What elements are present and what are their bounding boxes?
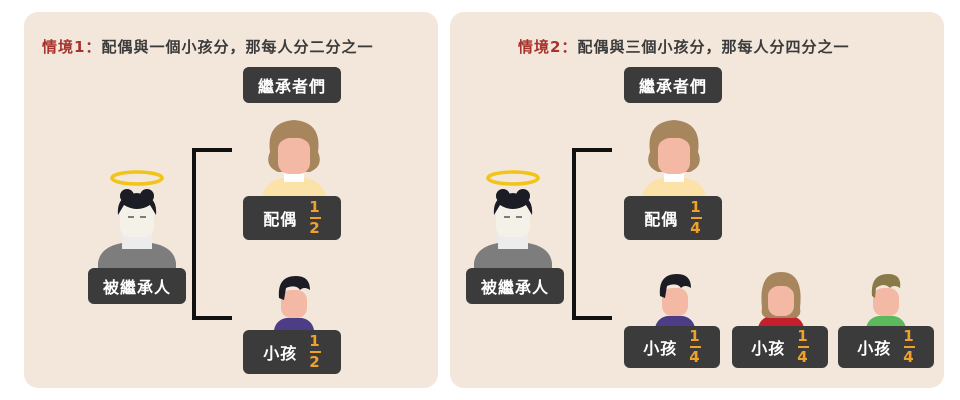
scenario-2-title: 情境2：配偶與三個小孩分，那每人分四分之一 <box>518 36 849 57</box>
fraction-numerator: 1 <box>903 327 915 345</box>
fraction-numerator: 1 <box>309 198 321 216</box>
fraction-numerator: 1 <box>690 198 702 216</box>
deceased-figure <box>98 170 176 283</box>
inheritance-bracket <box>192 148 232 320</box>
heir-label: 小孩 <box>263 344 298 363</box>
fraction-bar <box>689 346 701 348</box>
fraction-denominator: 4 <box>903 348 915 366</box>
deceased-label: 被繼承人 <box>466 268 564 304</box>
child-figure <box>655 274 695 328</box>
scenario-2-text: 配偶與三個小孩分，那每人分四分之一 <box>577 38 850 56</box>
deceased-figure <box>474 170 552 283</box>
fraction-denominator: 4 <box>797 348 809 366</box>
heir-label: 配偶 <box>263 210 298 229</box>
fraction-numerator: 1 <box>797 327 809 345</box>
fraction-numerator: 1 <box>689 327 701 345</box>
child-figure <box>866 274 906 328</box>
spouse-figure <box>642 120 706 198</box>
fraction-bar <box>309 351 321 353</box>
fraction-bar <box>309 217 321 219</box>
child-figure <box>758 272 804 328</box>
heirs-header: 繼承者們 <box>624 67 722 103</box>
fraction-bar <box>690 217 702 219</box>
scenario-1-tag: 情境1： <box>42 38 102 56</box>
fraction-denominator: 4 <box>690 219 702 237</box>
spouse-figure <box>262 120 326 198</box>
heirs-header: 繼承者們 <box>243 67 341 103</box>
fraction-denominator: 4 <box>689 348 701 366</box>
fraction-bar <box>797 346 809 348</box>
scenario-1-title: 情境1：配偶與一個小孩分，那每人分二分之一 <box>42 36 373 57</box>
child-figure <box>274 276 314 330</box>
scenario-1-text: 配偶與一個小孩分，那每人分二分之一 <box>101 38 374 56</box>
scenario-2-tag: 情境2： <box>518 38 578 56</box>
inheritance-bracket <box>572 148 612 320</box>
fraction-denominator: 2 <box>309 219 321 237</box>
heir-label: 小孩 <box>857 339 892 358</box>
fraction-numerator: 1 <box>309 332 321 350</box>
heir-label: 小孩 <box>643 339 678 358</box>
fraction-denominator: 2 <box>309 353 321 371</box>
fraction-bar <box>903 346 915 348</box>
heir-label: 小孩 <box>751 339 786 358</box>
heir-label: 配偶 <box>644 210 679 229</box>
deceased-label: 被繼承人 <box>88 268 186 304</box>
